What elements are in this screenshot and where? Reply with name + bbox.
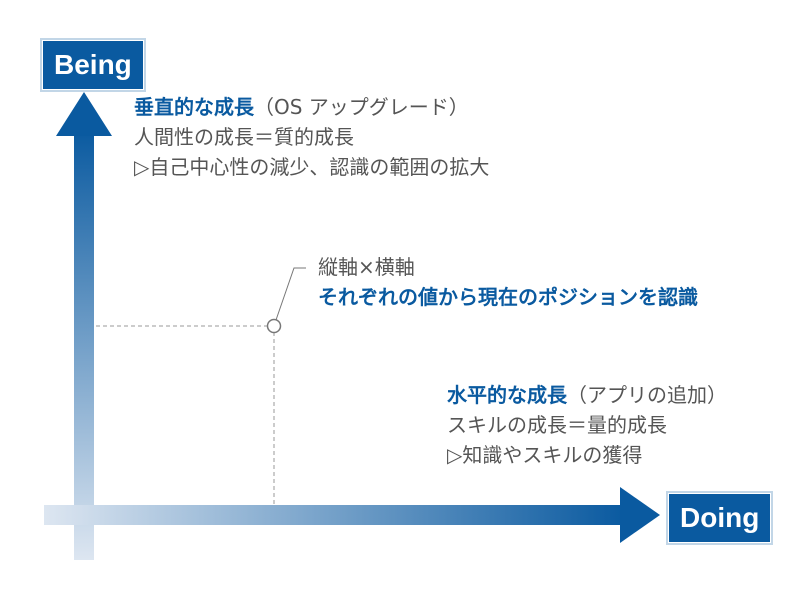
arrow-right-icon <box>620 487 660 543</box>
horizontal-growth-title-line: 水平的な成長（アプリの追加） <box>447 380 727 410</box>
center-note-line1: 縦軸×横軸 <box>318 255 415 279</box>
vertical-growth-line3: ▷自己中心性の減少、認識の範囲の拡大 <box>134 155 490 179</box>
being-axis-label: Being <box>40 38 146 92</box>
arrow-up-icon <box>56 92 112 136</box>
circle-marker-icon <box>266 318 282 334</box>
center-note-text: 縦軸×横軸 それぞれの値から現在のポジションを認識 <box>318 252 698 312</box>
doing-axis-label: Doing <box>665 491 774 545</box>
horizontal-growth-line2: スキルの成長＝量的成長 <box>447 413 667 437</box>
vertical-growth-note: （OS アップグレード） <box>254 95 469 119</box>
center-note-line2: それぞれの値から現在のポジションを認識 <box>318 285 698 309</box>
leader-line <box>275 267 306 321</box>
horizontal-growth-title: 水平的な成長 <box>447 383 567 407</box>
horizontal-growth-line3: ▷知識やスキルの獲得 <box>447 443 643 467</box>
vertical-growth-title-line: 垂直的な成長（OS アップグレード） <box>134 92 489 122</box>
vertical-axis-shaft <box>74 130 94 560</box>
vertical-growth-text: 垂直的な成長（OS アップグレード） 人間性の成長＝質的成長 ▷自己中心性の減少… <box>134 92 489 182</box>
horizontal-axis-shaft <box>44 505 624 525</box>
vertical-growth-line2: 人間性の成長＝質的成長 <box>134 125 354 149</box>
vertical-growth-title: 垂直的な成長 <box>134 95 254 119</box>
horizontal-growth-note: （アプリの追加） <box>567 383 727 407</box>
horizontal-growth-text: 水平的な成長（アプリの追加） スキルの成長＝量的成長 ▷知識やスキルの獲得 <box>447 380 727 470</box>
